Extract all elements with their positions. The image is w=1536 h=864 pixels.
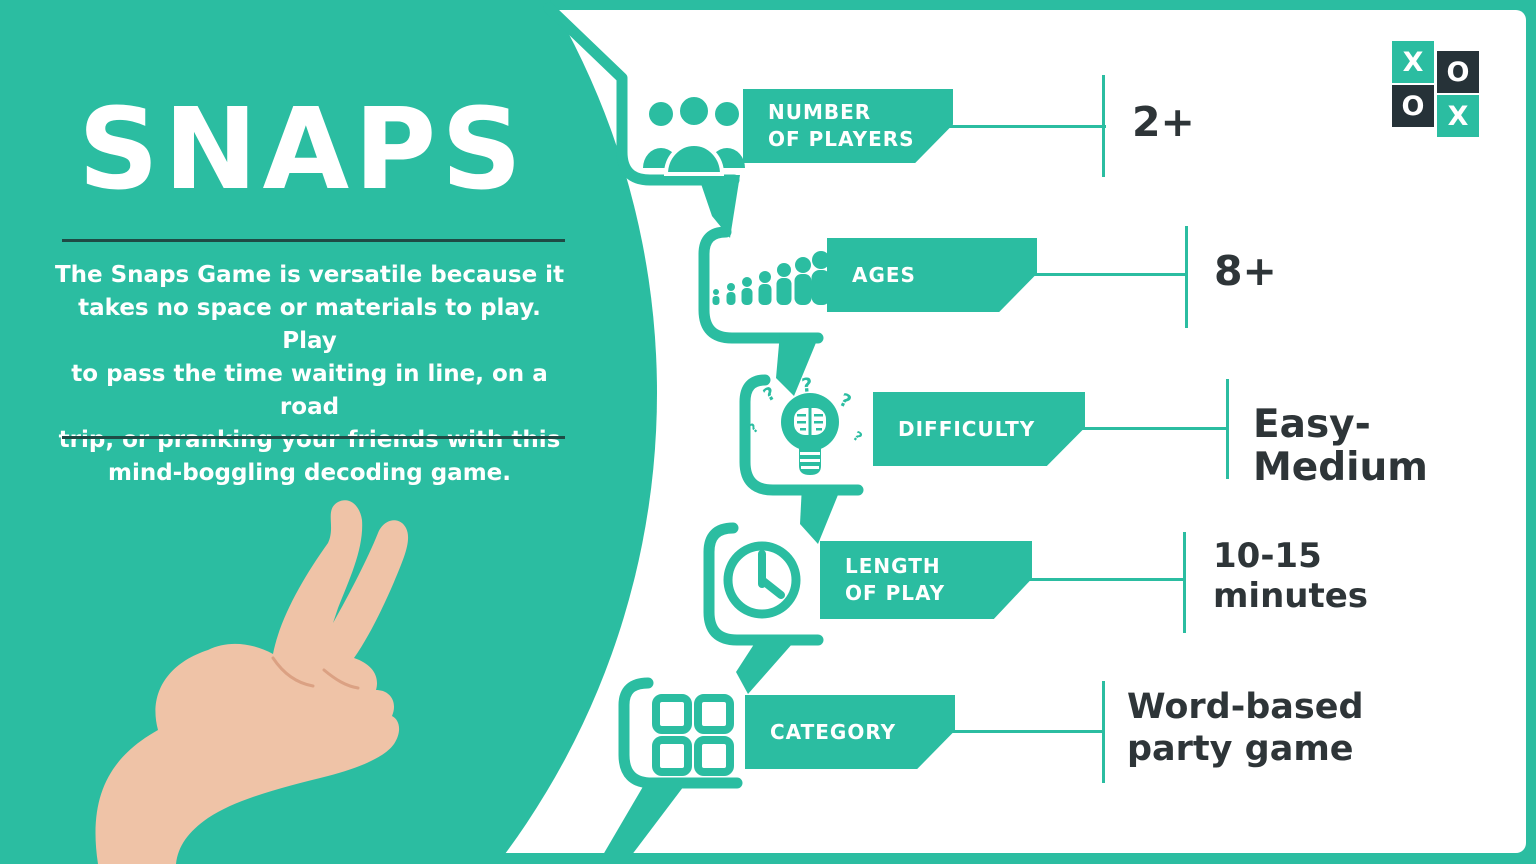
badge-label: AGES (852, 262, 916, 287)
page-title: SNAPS (78, 85, 527, 215)
connector-line (950, 730, 1105, 733)
value-line: party game (1127, 729, 1354, 769)
value-tick (1102, 681, 1105, 783)
connector-line (1027, 578, 1186, 581)
badge-label: OF PLAYERS (768, 127, 915, 151)
value-line: Easy-Medium (1253, 402, 1428, 490)
description-line: mind-boggling decoding game. (107, 460, 512, 486)
description-line: to pass the time waiting in line, on a r… (71, 361, 548, 420)
badge-label: OF PLAY (845, 581, 946, 605)
value-tick (1226, 379, 1229, 479)
connector-line (1032, 273, 1188, 276)
category-value: Word-based party game (1127, 686, 1364, 770)
connector-line (1080, 427, 1229, 430)
length-of-play-badge: LENGTH OF PLAY (820, 541, 1032, 619)
value-tick (1102, 75, 1105, 177)
value-line: 2+ (1132, 98, 1195, 146)
logo-cell-o: O (1437, 51, 1479, 93)
divider-line (62, 239, 565, 242)
description-line: trip, or pranking your friends with this (58, 427, 561, 453)
difficulty-value: Easy-Medium (1253, 402, 1536, 490)
value-line: 10-15 (1213, 536, 1322, 576)
connector-line (948, 125, 1106, 128)
badge-label: DIFFICULTY (898, 416, 1036, 441)
badge-label: CATEGORY (770, 719, 897, 744)
value-line: 8+ (1214, 247, 1277, 295)
logo-letter: X (1447, 100, 1469, 132)
ages-badge: AGES (827, 238, 1037, 312)
description-line: takes no space or materials to play. Pla… (78, 295, 541, 354)
number-of-players-badge: NUMBER OF PLAYERS (743, 89, 953, 163)
category-badge: CATEGORY (745, 695, 955, 769)
description-line: The Snaps Game is versatile because it (54, 262, 565, 288)
logo-cell-o: O (1392, 85, 1434, 127)
logo-cell-x: X (1392, 41, 1434, 83)
value-tick (1183, 532, 1186, 633)
logo-letter: O (1446, 56, 1470, 88)
game-description: The Snaps Game is versatile because it t… (52, 259, 567, 490)
hand-snapping-photo (95, 500, 409, 864)
left-section: SNAPS The Snaps Game is versatile becaus… (0, 0, 620, 864)
logo-cell-x: X (1437, 95, 1479, 137)
value-tick (1185, 226, 1188, 328)
number-of-players-value: 2+ (1132, 98, 1195, 146)
divider-line (62, 436, 565, 439)
logo-letter: X (1402, 46, 1424, 78)
badge-label: LENGTH (845, 554, 941, 578)
value-line: Word-based (1127, 687, 1364, 727)
badge-label: NUMBER (768, 100, 872, 124)
ages-value: 8+ (1214, 247, 1277, 295)
length-of-play-value: 10-15 minutes (1213, 536, 1368, 616)
value-line: minutes (1213, 576, 1369, 616)
logo-letter: O (1401, 90, 1425, 122)
difficulty-badge: DIFFICULTY (873, 392, 1085, 466)
